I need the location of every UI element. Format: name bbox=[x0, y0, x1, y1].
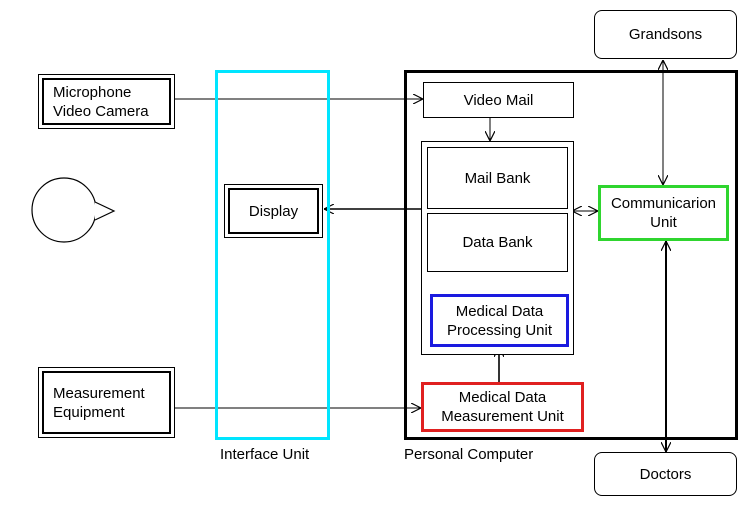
grandsons-label: Grandsons bbox=[628, 26, 703, 43]
personal-computer-label: Personal Computer bbox=[404, 446, 534, 463]
measurement-equipment-inner: Measurement Equipment bbox=[42, 371, 171, 434]
display-label: Display bbox=[248, 202, 299, 220]
medical-processing-label-line2: Processing Unit bbox=[446, 321, 553, 339]
video-mail-label: Video Mail bbox=[463, 91, 534, 109]
medical-measurement-label-line2: Measurement Unit bbox=[441, 408, 564, 425]
personal-computer-frame bbox=[404, 70, 738, 440]
equipment-label: Equipment bbox=[53, 403, 125, 421]
communication-unit-label-line1: Communicarion bbox=[610, 195, 717, 212]
display-inner: Display bbox=[228, 188, 319, 234]
microphone-camera-inner: Microphone Video Camera bbox=[42, 78, 171, 125]
doctors-box: Doctors bbox=[594, 452, 737, 496]
microphone-camera-box: Microphone Video Camera bbox=[38, 74, 175, 129]
interface-unit-label: Interface Unit bbox=[220, 446, 310, 463]
data-bank-box: Data Bank bbox=[427, 213, 568, 272]
video-mail-box: Video Mail bbox=[423, 82, 574, 118]
medical-measurement-label-line1: Medical Data bbox=[458, 389, 547, 406]
video-camera-label: Video Camera bbox=[53, 102, 149, 120]
measurement-equipment-box: Measurement Equipment bbox=[38, 367, 175, 438]
medical-processing-box: Medical Data Processing Unit bbox=[430, 294, 569, 347]
communication-unit-box: Communicarion Unit bbox=[598, 185, 729, 241]
display-box: Display bbox=[224, 184, 323, 238]
mail-bank-box: Mail Bank bbox=[427, 147, 568, 209]
mail-bank-label: Mail Bank bbox=[464, 169, 531, 187]
grandsons-box: Grandsons bbox=[594, 10, 737, 59]
data-bank-label: Data Bank bbox=[462, 234, 533, 251]
communication-unit-label-line2: Unit bbox=[650, 214, 677, 231]
interface-unit-frame bbox=[215, 70, 330, 440]
eye-icon bbox=[31, 177, 116, 243]
measurement-label: Measurement bbox=[53, 384, 145, 402]
microphone-label: Microphone bbox=[53, 83, 132, 101]
doctors-label: Doctors bbox=[639, 465, 692, 483]
medical-measurement-box: Medical Data Measurement Unit bbox=[421, 382, 584, 432]
medical-processing-label-line1: Medical Data bbox=[455, 302, 544, 320]
